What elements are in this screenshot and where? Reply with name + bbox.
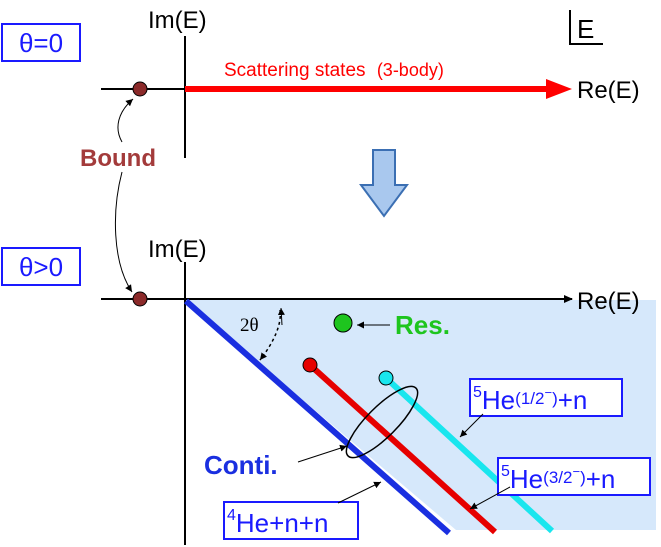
theta-positive-box-border: [1, 247, 81, 286]
resonance-label: Res.: [395, 310, 450, 340]
bottom-im-label: Im(E): [148, 236, 207, 263]
energy-symbol: E: [577, 14, 594, 44]
bracket-corner-icon: E: [569, 10, 603, 45]
scattering-label-suffix: (3-body): [377, 60, 444, 80]
conti-arrow: [297, 444, 348, 463]
bottom-panel: θ>0 Im(E) Re(E) 2θ Res. Conti. 4He+n: [1, 236, 656, 545]
label-4he-text: 4He+n+n: [227, 507, 328, 538]
theta-zero-box: θ=0: [1, 23, 81, 62]
label-5he-12-text: 5He(1/2−)+n: [473, 384, 587, 415]
down-arrow-icon: [359, 149, 409, 218]
theta-positive-label: θ>0: [19, 252, 63, 282]
bound-state-bottom: [132, 291, 148, 307]
angle-label: 2θ: [240, 315, 259, 336]
bound-arrow-up: [117, 98, 134, 143]
bound-annotation: Bound: [80, 98, 156, 293]
label-5he-12-arrow: [459, 413, 484, 438]
top-im-label: Im(E): [148, 7, 207, 34]
top-re-label: Re(E): [577, 77, 640, 104]
continuum-4he-line: [184, 298, 451, 536]
resonance-pole: [333, 313, 353, 333]
conti-label: Conti.: [204, 450, 278, 480]
label-5he-32-arrow: [469, 486, 511, 510]
theta-zero-box-border: [1, 23, 81, 62]
threshold-5he-12-dot: [378, 370, 394, 386]
continuum-5he-12-line: [383, 375, 555, 534]
threshold-5he-32-dot: [302, 357, 318, 373]
bound-arrow-down: [114, 171, 133, 293]
scattering-arrow-head: [546, 79, 572, 99]
continuum-5he-32-line: [307, 362, 498, 535]
label-box-5he-32: 5He(3/2−)+n: [469, 457, 651, 510]
theta-positive-box: θ>0: [1, 247, 81, 286]
label-4he-arrow: [337, 481, 382, 504]
label-5he-32-text: 5He(3/2−)+n: [501, 463, 615, 494]
angle-arc-top-arrow: [277, 307, 285, 326]
label-box-5he-12: 5He(1/2−)+n: [459, 378, 623, 438]
angle-arc: [259, 309, 282, 361]
bottom-re-label: Re(E): [577, 288, 640, 315]
scattering-label: Scattering states (3-body): [224, 60, 444, 81]
bound-state-top: [132, 81, 148, 97]
bound-label: Bound: [80, 145, 156, 172]
label-box-4he: 4He+n+n: [223, 481, 382, 540]
top-panel: θ=0 Im(E) Re(E) Scattering states (3-bod…: [1, 7, 640, 158]
scattering-label-main: Scattering states: [224, 60, 366, 81]
theta-zero-label: θ=0: [19, 28, 63, 58]
continuum-group-ellipse: [345, 385, 419, 459]
